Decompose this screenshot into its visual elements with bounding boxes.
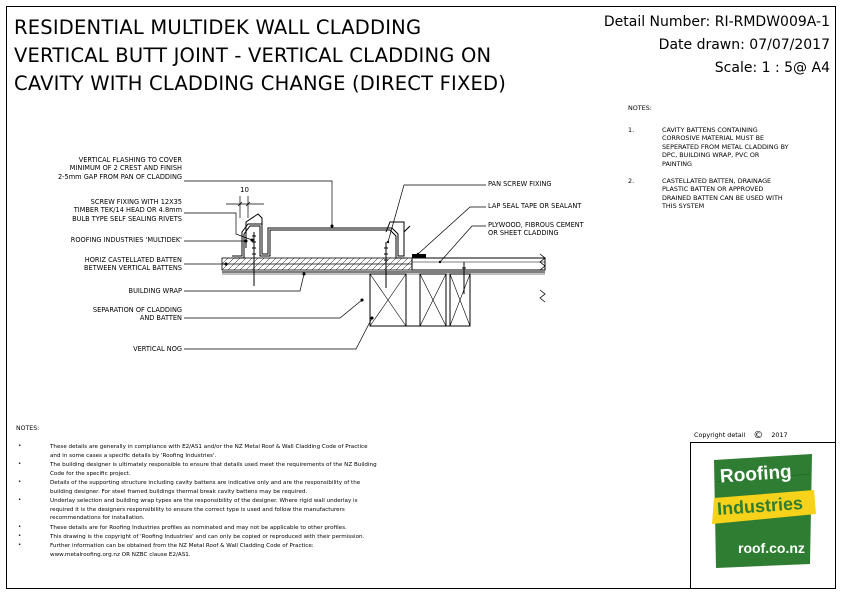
bullet: •	[18, 443, 22, 449]
bullet: •	[18, 533, 22, 539]
right-note-2: CASTELLATED BATTEN, DRAINAGE PLASTIC BAT…	[662, 177, 783, 211]
bottom-note-2: The building designer is ultimately resp…	[50, 462, 377, 477]
logo-url: roof.co.nz	[738, 540, 805, 556]
bottom-note-7: Further information can be obtained from…	[50, 543, 314, 558]
label-separation: SEPARATION OF CLADDING AND BATTEN	[92, 306, 182, 323]
title-line-1: RESIDENTIAL MULTIDEK WALL CLADDING	[14, 16, 422, 39]
bullet: •	[18, 542, 22, 548]
lap-seal-tape	[412, 254, 426, 258]
bottom-notes-heading: NOTES:	[16, 425, 40, 432]
dimension-label: 10	[240, 186, 249, 194]
right-note-2-number: 2.	[628, 177, 635, 185]
label-multidek: ROOFING INDUSTRIES 'MULTIDEK'	[70, 236, 182, 244]
title-line-2: VERTICAL BUTT JOINT - VERTICAL CLADDING …	[14, 44, 492, 67]
detail-number: Detail Number: RI-RMDW009A-1	[603, 14, 830, 30]
right-leader-lines	[387, 184, 486, 263]
sheet-cladding	[411, 253, 546, 271]
logo-graphic	[712, 454, 816, 568]
label-building-wrap: BUILDING WRAP	[128, 287, 182, 295]
label-pan-screw: PAN SCREW FIXING	[488, 180, 552, 188]
copyright-line: Copyright detail © 2017	[694, 430, 788, 441]
screw-fixings	[252, 232, 466, 294]
title-line-3: CAVITY WITH CLADDING CHANGE (DIRECT FIXE…	[14, 72, 507, 95]
bottom-note-4: Underlay selection and building wrap typ…	[50, 498, 358, 522]
timber-studs	[369, 273, 546, 327]
label-castellated-batten: HORIZ CASTELLATED BATTEN BETWEEN VERTICA…	[84, 256, 182, 273]
date-drawn: Date drawn: 07/07/2017	[658, 37, 830, 53]
copyright-symbol-icon: ©	[753, 430, 764, 441]
bottom-note-3: Details of the supporting structure incl…	[50, 480, 361, 495]
scale: Scale: 1 : 5@ A4	[714, 60, 830, 76]
bullet: •	[18, 461, 22, 467]
right-notes-heading: NOTES:	[628, 104, 652, 112]
label-vertical-flashing: VERTICAL FLASHING TO COVER MINIMUM OF 2 …	[57, 156, 182, 181]
bottom-note-6: This drawing is the copyright of 'Roofin…	[50, 534, 365, 540]
multidek-cladding-profile	[232, 223, 411, 259]
bullet: •	[18, 479, 22, 485]
label-lap-seal: LAP SEAL TAPE OR SEALANT	[488, 202, 582, 210]
label-plywood: PLYWOOD, FIBROUS CEMENT OR SHEET CLADDIN…	[488, 221, 584, 238]
bullet: •	[18, 497, 22, 503]
castellated-batten	[221, 257, 413, 271]
label-vertical-nog: VERTICAL NOG	[133, 345, 182, 353]
left-leader-lines	[184, 180, 373, 350]
right-note-1-number: 1.	[628, 126, 635, 134]
bullet: •	[18, 524, 22, 530]
vertical-flashing	[245, 213, 405, 248]
right-note-1: CAVITY BATTENS CONTAINING CORROSIVE MATE…	[662, 126, 789, 168]
dimension-10	[226, 196, 264, 218]
bottom-note-5: These details are for Roofing Industries…	[50, 525, 347, 531]
label-screw-fixing: SCREW FIXING WITH 12X35 TIMBER TEK/14 HE…	[72, 198, 182, 223]
bottom-note-1: These details are generally in complianc…	[50, 444, 368, 459]
roofing-industries-logo: Roofing Industries roof.co.nz	[708, 452, 818, 570]
